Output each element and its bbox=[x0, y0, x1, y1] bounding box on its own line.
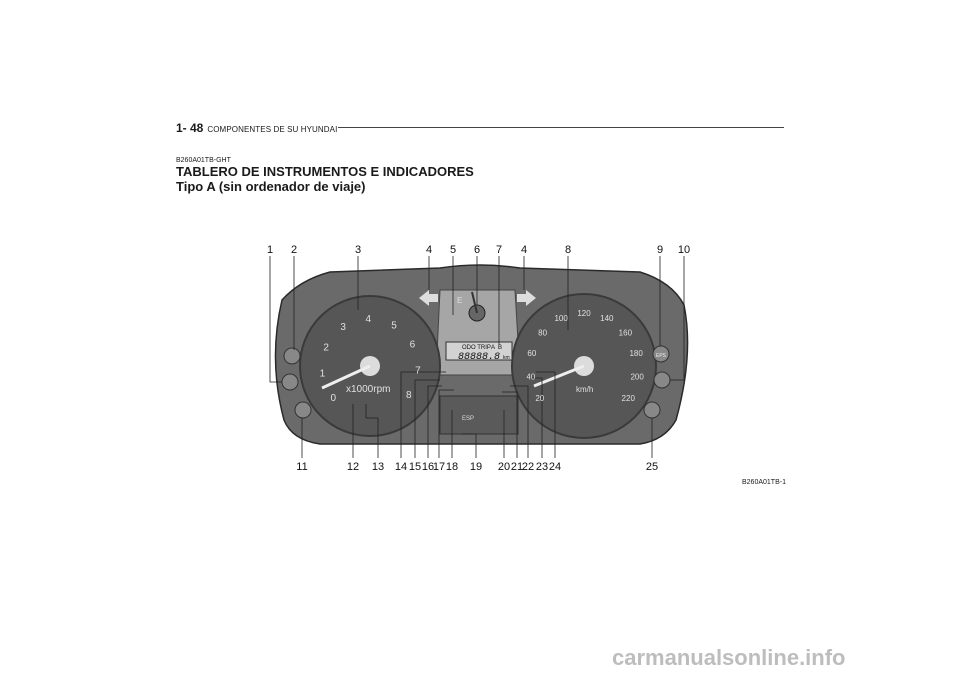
header-rule bbox=[338, 127, 784, 128]
fuel-e-label: E bbox=[457, 296, 462, 305]
speed-number: 60 bbox=[527, 349, 536, 358]
callout-number: 17 bbox=[433, 461, 445, 473]
callout-number: 1 bbox=[267, 244, 273, 256]
callout-number: 7 bbox=[496, 244, 502, 256]
tach-number: 6 bbox=[410, 339, 416, 350]
callout-number: 6 bbox=[474, 244, 480, 256]
speed-number: 200 bbox=[630, 372, 644, 381]
speed-number: 40 bbox=[526, 372, 535, 381]
speed-number: 120 bbox=[577, 309, 591, 318]
callout-lines-bottom bbox=[301, 371, 653, 458]
left-indicator-lamp-3 bbox=[294, 401, 312, 419]
callout-number: 13 bbox=[372, 461, 384, 473]
callout-lines-top bbox=[269, 256, 685, 383]
callout-number: 9 bbox=[657, 244, 663, 256]
tach-number: 8 bbox=[406, 390, 412, 401]
speed-number: 20 bbox=[535, 394, 544, 403]
speed-number: 80 bbox=[538, 328, 547, 337]
callout-number: 8 bbox=[565, 244, 571, 256]
callout-number: 3 bbox=[355, 244, 361, 256]
left-turn-arrow-icon bbox=[419, 290, 438, 306]
tach-number: 3 bbox=[340, 322, 346, 333]
callout-number: 16 bbox=[422, 461, 434, 473]
callout-number: 11 bbox=[296, 461, 307, 473]
doc-code: B260A01TB-GHT bbox=[176, 157, 231, 164]
tach-number: 1 bbox=[320, 369, 326, 380]
eps-label: EPS bbox=[656, 353, 667, 359]
watermark: carmanualsonline.info bbox=[612, 645, 846, 670]
page-number: 1- 48 bbox=[176, 121, 204, 135]
callout-number: 14 bbox=[395, 461, 407, 473]
page-subtitle: Tipo A (sin ordenador de viaje) bbox=[176, 179, 366, 194]
tach-number: 5 bbox=[391, 320, 397, 331]
esp-label: ESP bbox=[462, 416, 474, 422]
callout-number: 12 bbox=[347, 461, 359, 473]
tach-number: 2 bbox=[323, 342, 329, 353]
speed-unit: km/h bbox=[576, 385, 593, 394]
callout-number: 23 bbox=[536, 461, 548, 473]
tach-number: 4 bbox=[366, 314, 372, 325]
trip-b-label: B bbox=[498, 345, 502, 351]
trip-a-label: A bbox=[491, 345, 495, 351]
odo-unit: km bbox=[503, 355, 510, 361]
odo-trip-label: ODO TRIP bbox=[462, 345, 491, 351]
callout-number: 22 bbox=[522, 461, 534, 473]
callout-number: 25 bbox=[646, 461, 658, 473]
fuel-gauge-needle bbox=[471, 291, 478, 314]
speed-number: 180 bbox=[629, 349, 643, 358]
page-header: 1- 48 COMPONENTES DE SU HYUNDAI bbox=[176, 121, 337, 135]
page-title: TABLERO DE INSTRUMENTOS E INDICADORES bbox=[176, 164, 474, 179]
section-title: COMPONENTES DE SU HYUNDAI bbox=[207, 125, 338, 134]
callout-number: 4 bbox=[426, 244, 432, 256]
callout-number: 4 bbox=[521, 244, 527, 256]
speed-number: 160 bbox=[619, 328, 633, 337]
tach-number: 7 bbox=[415, 365, 421, 376]
speed-number: 100 bbox=[554, 314, 568, 323]
speed-number: 140 bbox=[600, 314, 614, 323]
callout-number: 10 bbox=[678, 244, 690, 256]
odo-digits: 88888.8 bbox=[458, 352, 500, 363]
tach-unit: x1000rpm bbox=[346, 384, 390, 395]
speed-number: 220 bbox=[622, 394, 636, 403]
odometer-lcd bbox=[445, 341, 513, 361]
callout-number: 24 bbox=[549, 461, 561, 473]
callout-number: 19 bbox=[470, 461, 482, 473]
callout-number: 20 bbox=[498, 461, 510, 473]
right-turn-arrow-icon bbox=[517, 290, 536, 306]
tach-number: 0 bbox=[330, 393, 336, 404]
figure-code: B260A01TB-1 bbox=[742, 479, 786, 486]
callout-number: 5 bbox=[450, 244, 456, 256]
callout-number: 18 bbox=[446, 461, 458, 473]
tachometer-needle bbox=[321, 364, 371, 390]
callout-number: 2 bbox=[291, 244, 297, 256]
callout-number: 21 bbox=[511, 461, 523, 473]
callout-number: 15 bbox=[409, 461, 421, 473]
bottom-lamp-area bbox=[439, 395, 519, 435]
left-indicator-lamp-1 bbox=[283, 347, 301, 365]
eps-warning-lamp bbox=[652, 345, 670, 363]
